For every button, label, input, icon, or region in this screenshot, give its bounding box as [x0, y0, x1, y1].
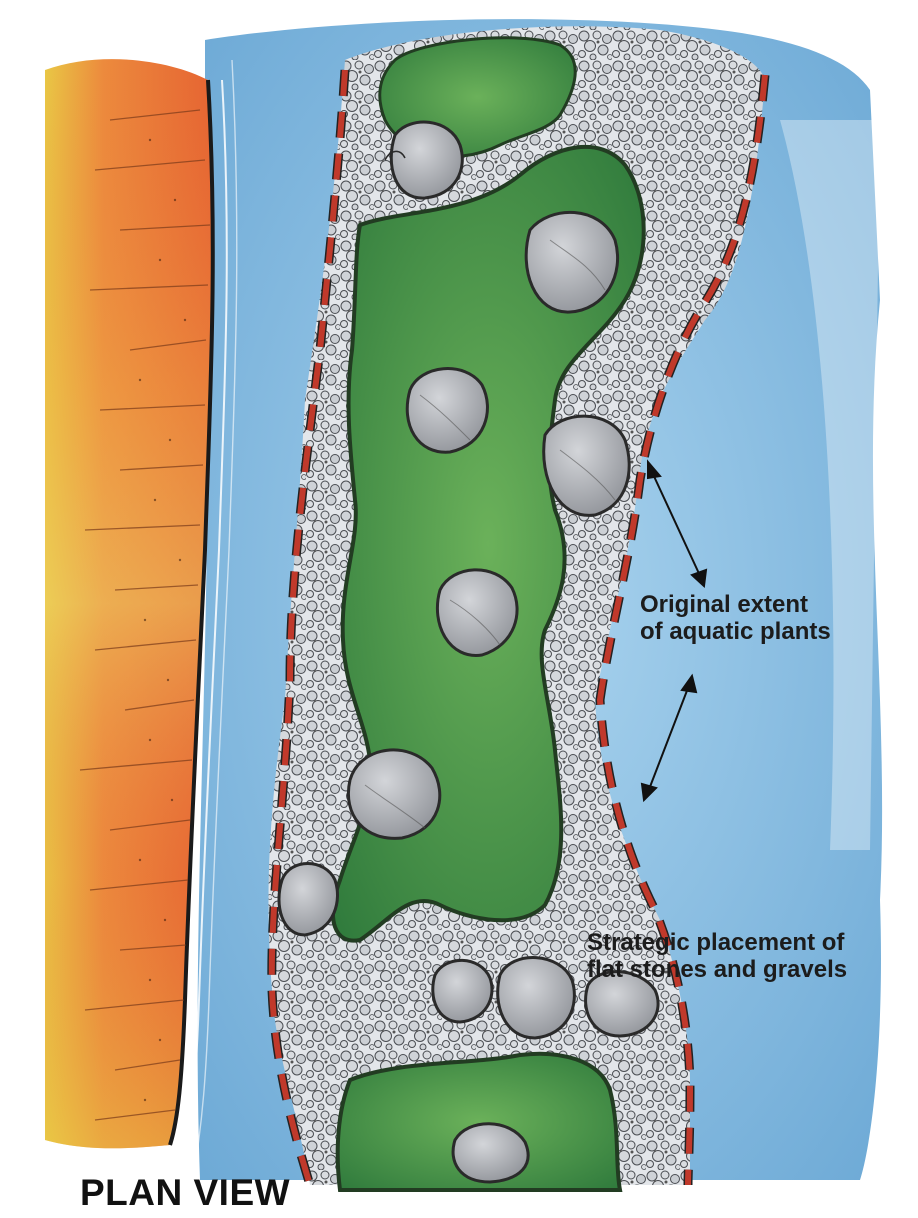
annotation-line: of aquatic plants — [640, 619, 831, 646]
annotation-original-extent: Original extent of aquatic plants — [640, 592, 831, 646]
view-title: PLAN VIEW — [80, 1172, 290, 1213]
annotation-line: Original extent — [640, 592, 831, 619]
annotation-line: Strategic placement of — [587, 930, 847, 957]
annotation-line: flat stones and gravels — [587, 957, 847, 984]
annotation-stone-placement: Strategic placement of flat stones and g… — [587, 930, 847, 984]
